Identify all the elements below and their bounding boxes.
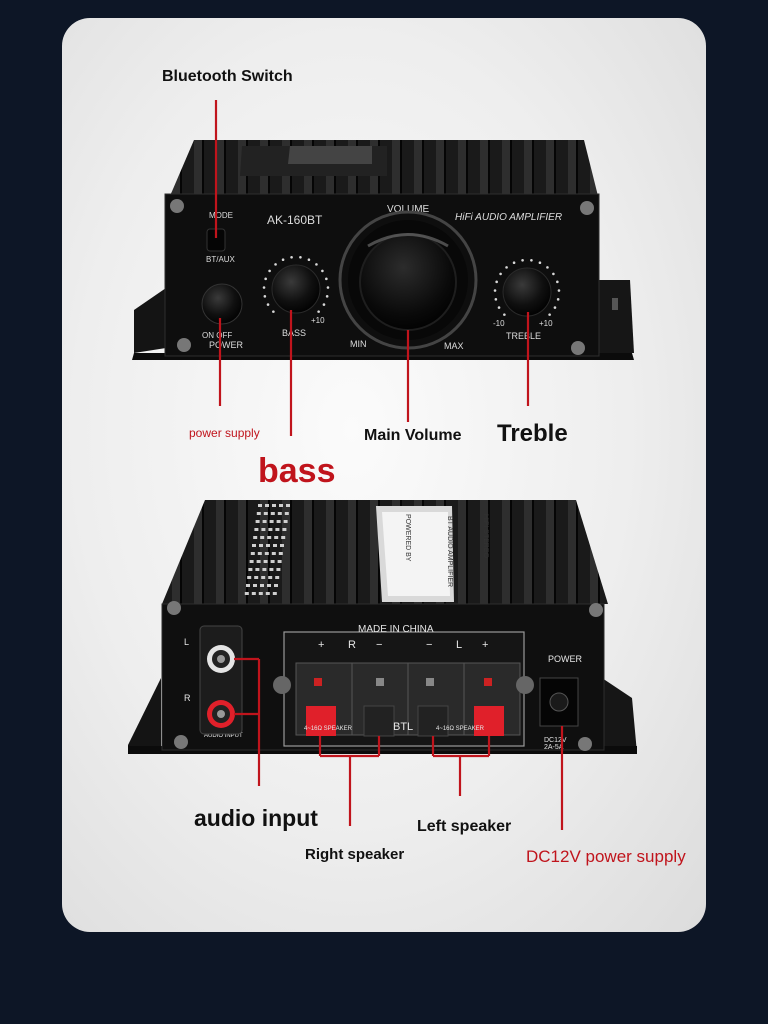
front-power-text: POWER bbox=[209, 340, 244, 350]
rear-top-label-2: BT AUDIO AMPLIFIER bbox=[446, 516, 453, 587]
front-bass-text: BASS bbox=[282, 328, 306, 338]
left-speaker-label: Left speaker bbox=[417, 818, 512, 835]
bluetooth-switch-label: Bluetooth Switch bbox=[162, 68, 293, 85]
rear-top-label-3: POWERED BY bbox=[404, 514, 411, 562]
rear-made-in-text: MADE IN CHINA bbox=[358, 624, 434, 635]
power-supply-label: power supply bbox=[189, 426, 260, 440]
rear-amplifier: MADE IN CHINA + R − − L + BTL 4~16Ω SPEA… bbox=[128, 500, 637, 754]
rear-r-minus-text: − bbox=[376, 639, 382, 651]
callout-lines bbox=[214, 100, 564, 830]
front-bass-plus10-text: +10 bbox=[311, 316, 325, 325]
front-min-text: MIN bbox=[350, 339, 367, 349]
front-volume-text: VOLUME bbox=[387, 204, 430, 215]
rear-top-label-1: HIFI STEREO bbox=[482, 514, 489, 559]
dc-power-supply-label: DC12V power supply bbox=[526, 847, 686, 866]
front-amplifier: AK-160BT HiFi AUDIO AMPLIFIER VOLUME MOD… bbox=[132, 140, 634, 360]
audio-input-label: audio input bbox=[194, 805, 318, 831]
treble-label: Treble bbox=[497, 420, 568, 447]
rear-dc-spec-2: 2A-5A bbox=[544, 744, 564, 751]
front-treble-minus10-text: -10 bbox=[493, 319, 505, 328]
rear-l-text: L bbox=[456, 639, 462, 651]
rear-btl-text: BTL bbox=[393, 721, 413, 733]
front-model-text: AK-160BT bbox=[267, 213, 323, 227]
front-treble-plus10-text: +10 bbox=[539, 319, 553, 328]
rear-speaker-tag-right: 4~16Ω SPEAKER bbox=[436, 726, 485, 732]
right-speaker-label: Right speaker bbox=[305, 846, 405, 863]
front-onoff-text: ON OFF bbox=[202, 331, 232, 340]
rear-dc-spec-1: DC12V bbox=[544, 737, 567, 744]
amplifier-photo: AK-160BT HiFi AUDIO AMPLIFIER VOLUME MOD… bbox=[128, 100, 637, 830]
rear-l-plus-text: + bbox=[482, 639, 488, 651]
rear-r-text: R bbox=[348, 639, 356, 651]
front-treble-text: TREBLE bbox=[506, 331, 541, 341]
front-btaux-text: BT/AUX bbox=[206, 255, 236, 264]
rear-input-l-text: L bbox=[184, 637, 189, 647]
front-mode-text: MODE bbox=[209, 211, 233, 220]
front-max-text: MAX bbox=[444, 341, 464, 351]
rear-power-text: POWER bbox=[548, 654, 583, 664]
rear-audio-input-text: AUDIO INPUT bbox=[204, 733, 243, 739]
rear-input-r-text: R bbox=[184, 693, 191, 703]
product-card: AK-160BT HiFi AUDIO AMPLIFIER VOLUME MOD… bbox=[62, 18, 706, 932]
rear-speaker-tag-left: 4~16Ω SPEAKER bbox=[304, 726, 353, 732]
rear-l-minus-text: − bbox=[426, 639, 432, 651]
main-volume-label: Main Volume bbox=[364, 427, 462, 444]
rear-r-plus-text: + bbox=[318, 639, 324, 651]
bass-label: bass bbox=[258, 452, 336, 490]
front-title-text: HiFi AUDIO AMPLIFIER bbox=[455, 212, 562, 223]
